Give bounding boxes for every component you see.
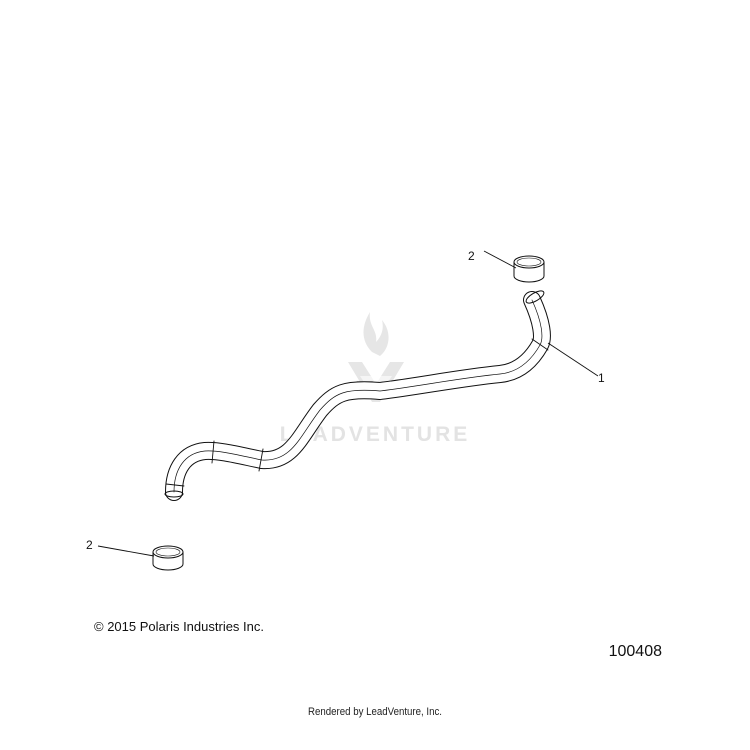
hose-fill [166, 292, 550, 500]
leader-line-bottom-clamp [97, 545, 155, 557]
clamp-top [513, 255, 545, 283]
watermark-text: LEADVENTURE [280, 423, 471, 446]
hose-end-top [525, 290, 545, 304]
drawing-number: 100408 [608, 643, 662, 660]
hose-part [164, 290, 551, 501]
hose-seam [531, 338, 549, 351]
leader-line-hose [547, 342, 599, 377]
leader-line-top-clamp [483, 250, 517, 269]
clamp-bottom [152, 545, 184, 571]
callout-hose: 1 [598, 371, 605, 385]
hose-end-bottom [164, 490, 184, 498]
leader-lines [97, 250, 599, 557]
callout-clamp-bottom: 2 [86, 538, 93, 552]
hose-centerline [173, 299, 543, 493]
callout-clamp-top: 2 [468, 249, 475, 263]
rendered-by-credit: Rendered by LeadVenture, Inc. [307, 706, 443, 718]
copyright-notice: © 2015 Polaris Industries Inc. [94, 619, 264, 634]
leadventure-watermark: LEADVENTURE [280, 312, 471, 446]
hose-seam [165, 483, 185, 487]
flame-logo-icon [348, 312, 404, 402]
hose-seam [258, 448, 264, 472]
hose-seam [211, 440, 215, 464]
